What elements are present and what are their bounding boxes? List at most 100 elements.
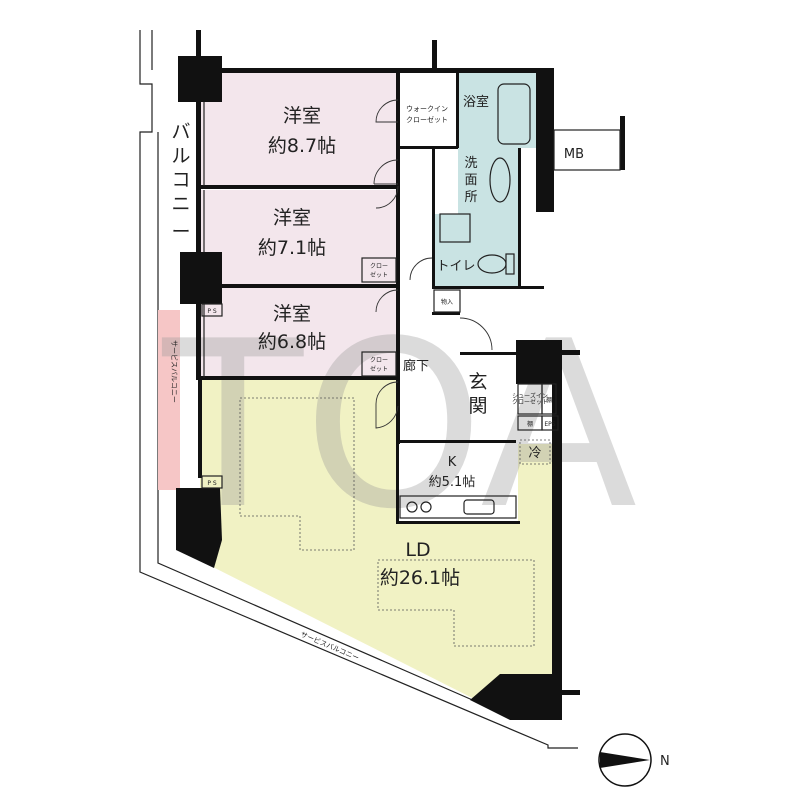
wall-w2-w3	[200, 284, 398, 288]
stove-burner-1	[406, 501, 418, 513]
shelf-box-1	[541, 383, 557, 415]
room-western-1-size: 約8.7帖	[268, 135, 336, 157]
room-washroom-2: 面	[464, 173, 477, 188]
ps-box-upper	[201, 303, 223, 317]
wall-w3-ld	[200, 376, 398, 380]
balcony-outline	[139, 30, 578, 749]
wall-wic-bottom	[396, 146, 458, 149]
compass: N	[598, 733, 670, 787]
washbasin	[489, 157, 511, 203]
wall-w1-w2	[200, 185, 398, 189]
wall-wic-right	[456, 72, 459, 148]
room-western-3-name: 洋室	[273, 303, 311, 325]
room-western-2-name: 洋室	[273, 207, 311, 229]
compass-north-label: N	[660, 754, 670, 769]
stove-burner-2	[420, 501, 432, 513]
mb-label: MB	[564, 147, 584, 162]
balcony-label-2: ル	[171, 145, 190, 167]
wall-washroom-right	[518, 148, 521, 286]
wall-entrance-top	[460, 352, 520, 355]
walkin-closet-1: ウォークイン	[406, 105, 448, 113]
closet-box-2	[361, 257, 397, 283]
balcony-label-3: コ	[171, 169, 190, 191]
eps-label: EPS	[544, 421, 555, 428]
room-kitchen-name: K	[448, 455, 457, 470]
balcony-label-1: バ	[171, 121, 190, 143]
door-w4	[375, 289, 399, 313]
floor-heating-ld2	[377, 559, 535, 647]
closet-box-3	[361, 351, 397, 377]
wall-top	[196, 68, 552, 73]
kitchen-counter	[399, 495, 517, 519]
room-toilet-name: トイレ	[436, 259, 475, 274]
door-toilet	[409, 257, 433, 281]
wall-k-stub	[562, 350, 580, 355]
closet-2-2: ゼット	[370, 271, 388, 279]
room-kitchen-size: 約5.1帖	[429, 475, 476, 490]
room-western-1-name: 洋室	[283, 105, 321, 127]
balcony-label-4: ニ	[171, 193, 190, 215]
room-ld-name: LD	[405, 539, 430, 561]
wall-k-bottom	[396, 521, 520, 524]
wall-k-stub2	[562, 690, 580, 695]
pillar-bottom-right	[470, 674, 556, 720]
wall-toilet-bottom	[432, 286, 544, 289]
room-washroom-3: 所	[464, 190, 477, 205]
door-w2	[373, 159, 399, 185]
room-western-3-size: 約6.8帖	[258, 331, 326, 353]
wall-k-top	[396, 440, 516, 443]
shelf-label-1: 棚	[546, 396, 552, 404]
room-entrance-1: 玄	[468, 371, 487, 393]
door-entrance	[459, 317, 493, 351]
room-bath-name: 浴室	[463, 94, 489, 110]
pillar-mid-left	[180, 252, 222, 304]
closet-3-2: ゼット	[370, 365, 388, 373]
ld-fill	[200, 378, 556, 712]
room-washroom-1: 洗	[464, 156, 477, 171]
door-ld	[375, 381, 399, 429]
wall-corridor-left	[396, 72, 400, 444]
wall-left-lower	[198, 378, 202, 478]
service-balcony-vertical: サービスバルコニー	[170, 340, 179, 403]
pillar-right-top	[516, 340, 562, 384]
storage-box	[433, 289, 461, 313]
fridge-space	[519, 439, 551, 465]
shelf-label-2: 棚	[527, 420, 533, 428]
closet-2-1: クロー	[370, 263, 388, 270]
balcony-label-5: ー	[171, 221, 190, 243]
room-corridor-name: 廊下	[403, 358, 429, 374]
room-ld-size: 約26.1帖	[380, 567, 460, 589]
eps-box	[541, 415, 559, 431]
walkin-closet-2: クローゼット	[406, 115, 448, 124]
closet-3-1: クロー	[370, 357, 388, 364]
shoe-closet-1: シューズイン	[512, 392, 548, 400]
western-room-3-fill	[200, 288, 398, 378]
pillar-top-stub2	[432, 40, 437, 70]
room-entrance-2: 関	[468, 395, 487, 417]
toilet-tank	[505, 253, 515, 275]
floor-heating-ld1	[239, 397, 355, 551]
ps-label-lower: P S	[207, 480, 217, 487]
wall-storage-bottom	[432, 312, 460, 315]
wall-right-k	[552, 356, 562, 720]
wall-toilet-left	[432, 148, 435, 288]
fridge-label: 冷	[528, 446, 541, 461]
wall-left-upper	[196, 68, 201, 380]
western-room-1-fill	[200, 72, 398, 186]
storage-label: 物入	[441, 298, 453, 306]
door-w1	[375, 99, 399, 123]
ps-box-lower	[201, 475, 223, 489]
door-w3	[375, 185, 399, 209]
pillar-top-stub1	[196, 30, 201, 70]
wall-mb-right	[620, 116, 625, 170]
room-western-2-size: 約7.1帖	[258, 237, 326, 259]
mb-box	[553, 129, 621, 171]
wall-right-bath	[536, 68, 554, 212]
kitchen-sink	[463, 499, 495, 515]
pillar-lower-left	[176, 488, 222, 568]
bathtub	[497, 83, 531, 145]
toilet-fill	[434, 214, 520, 286]
wall-k-left	[396, 440, 399, 524]
washer-pan	[439, 213, 471, 243]
